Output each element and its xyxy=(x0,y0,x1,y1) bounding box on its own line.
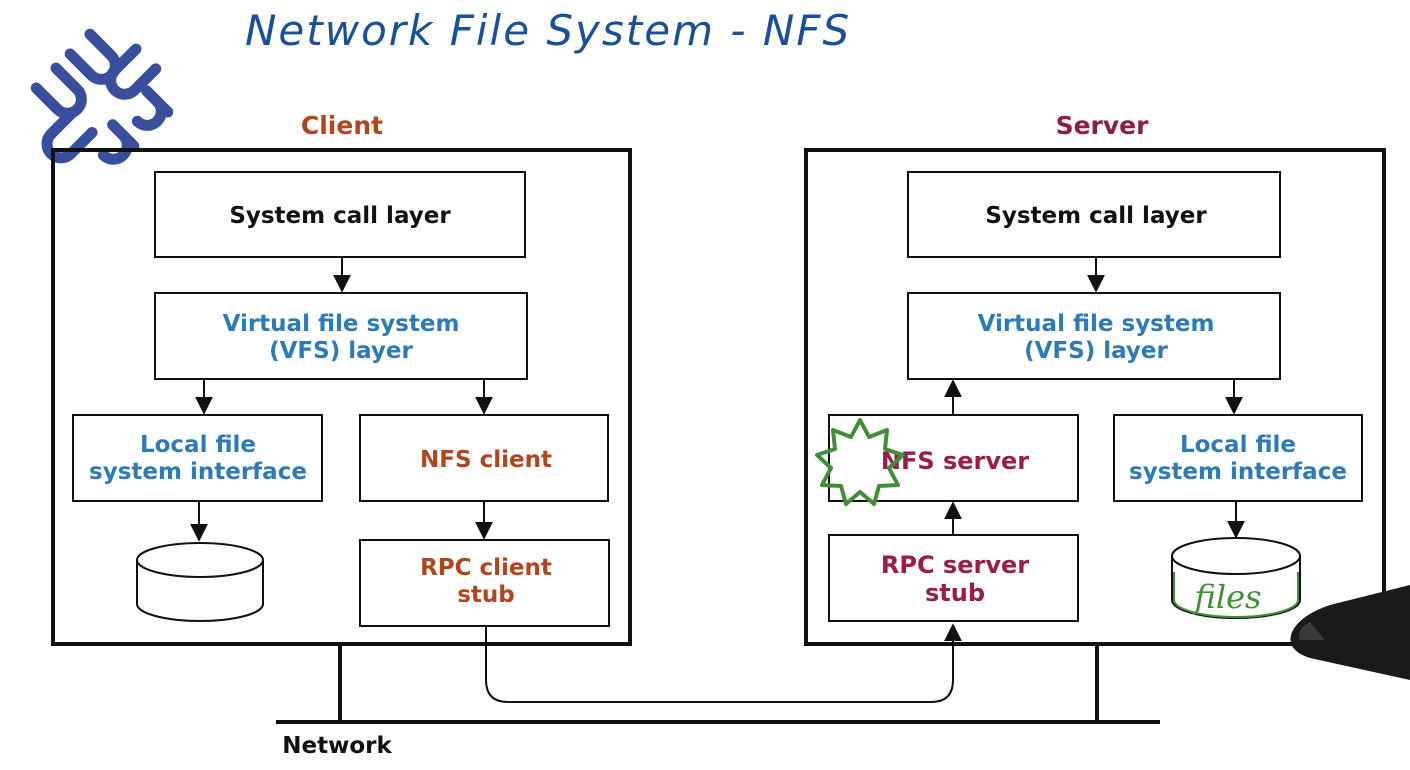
client-label: Client xyxy=(301,111,383,140)
client-vfs-layer-box xyxy=(154,292,528,380)
client-system-call-layer-label: System call layer xyxy=(229,203,451,229)
server-disk-files-annotation: files xyxy=(1193,578,1262,616)
client-rpc-stub-label-line1: RPC client xyxy=(420,555,552,581)
stylus-pen-icon xyxy=(1290,585,1410,680)
server-rpc-stub-box xyxy=(828,534,1079,622)
rpc-request-path xyxy=(485,623,962,703)
client-rpc-stub-label-line2: stub xyxy=(457,582,515,608)
sun-microsystems-logo-icon xyxy=(30,28,174,165)
client-nfs-client-label: NFS client xyxy=(420,447,552,473)
server-system-call-layer-box xyxy=(907,171,1281,258)
network-label: Network xyxy=(282,733,392,759)
server-rpc-stub-label-line2: stub xyxy=(925,579,985,607)
client-nfs-client-box xyxy=(359,414,609,502)
client-vfs-label-line1: Virtual file system xyxy=(223,311,460,337)
server-vfs-label-line2: (VFS) layer xyxy=(1024,338,1168,364)
server-local-fs-label-line1: Local file xyxy=(1180,432,1296,458)
client-local-fs-label-line1: Local file xyxy=(140,432,256,458)
server-nfs-server-label: NFS server xyxy=(881,447,1029,475)
server-vfs-layer-box xyxy=(907,292,1281,380)
client-rpc-stub-box xyxy=(359,539,610,627)
client-local-fs-box xyxy=(72,414,323,502)
server-system-call-layer-label: System call layer xyxy=(985,203,1207,229)
starburst-annotation-icon xyxy=(815,418,905,506)
client-local-fs-label-line2: system interface xyxy=(89,459,307,485)
client-disk-icon xyxy=(136,542,264,622)
server-vfs-label-line1: Virtual file system xyxy=(978,311,1215,337)
server-rpc-stub-label-line1: RPC server xyxy=(881,551,1029,579)
disk-annotation-outline xyxy=(1173,572,1299,618)
server-local-fs-box xyxy=(1113,414,1363,502)
server-nfs-server-box xyxy=(828,414,1079,502)
client-system-call-layer-box xyxy=(154,171,526,258)
client-vfs-label-line2: (VFS) layer xyxy=(269,338,413,364)
server-label: Server xyxy=(1056,111,1150,140)
page-title: Network File System - NFS xyxy=(245,6,851,55)
server-local-fs-label-line2: system interface xyxy=(1129,459,1347,485)
